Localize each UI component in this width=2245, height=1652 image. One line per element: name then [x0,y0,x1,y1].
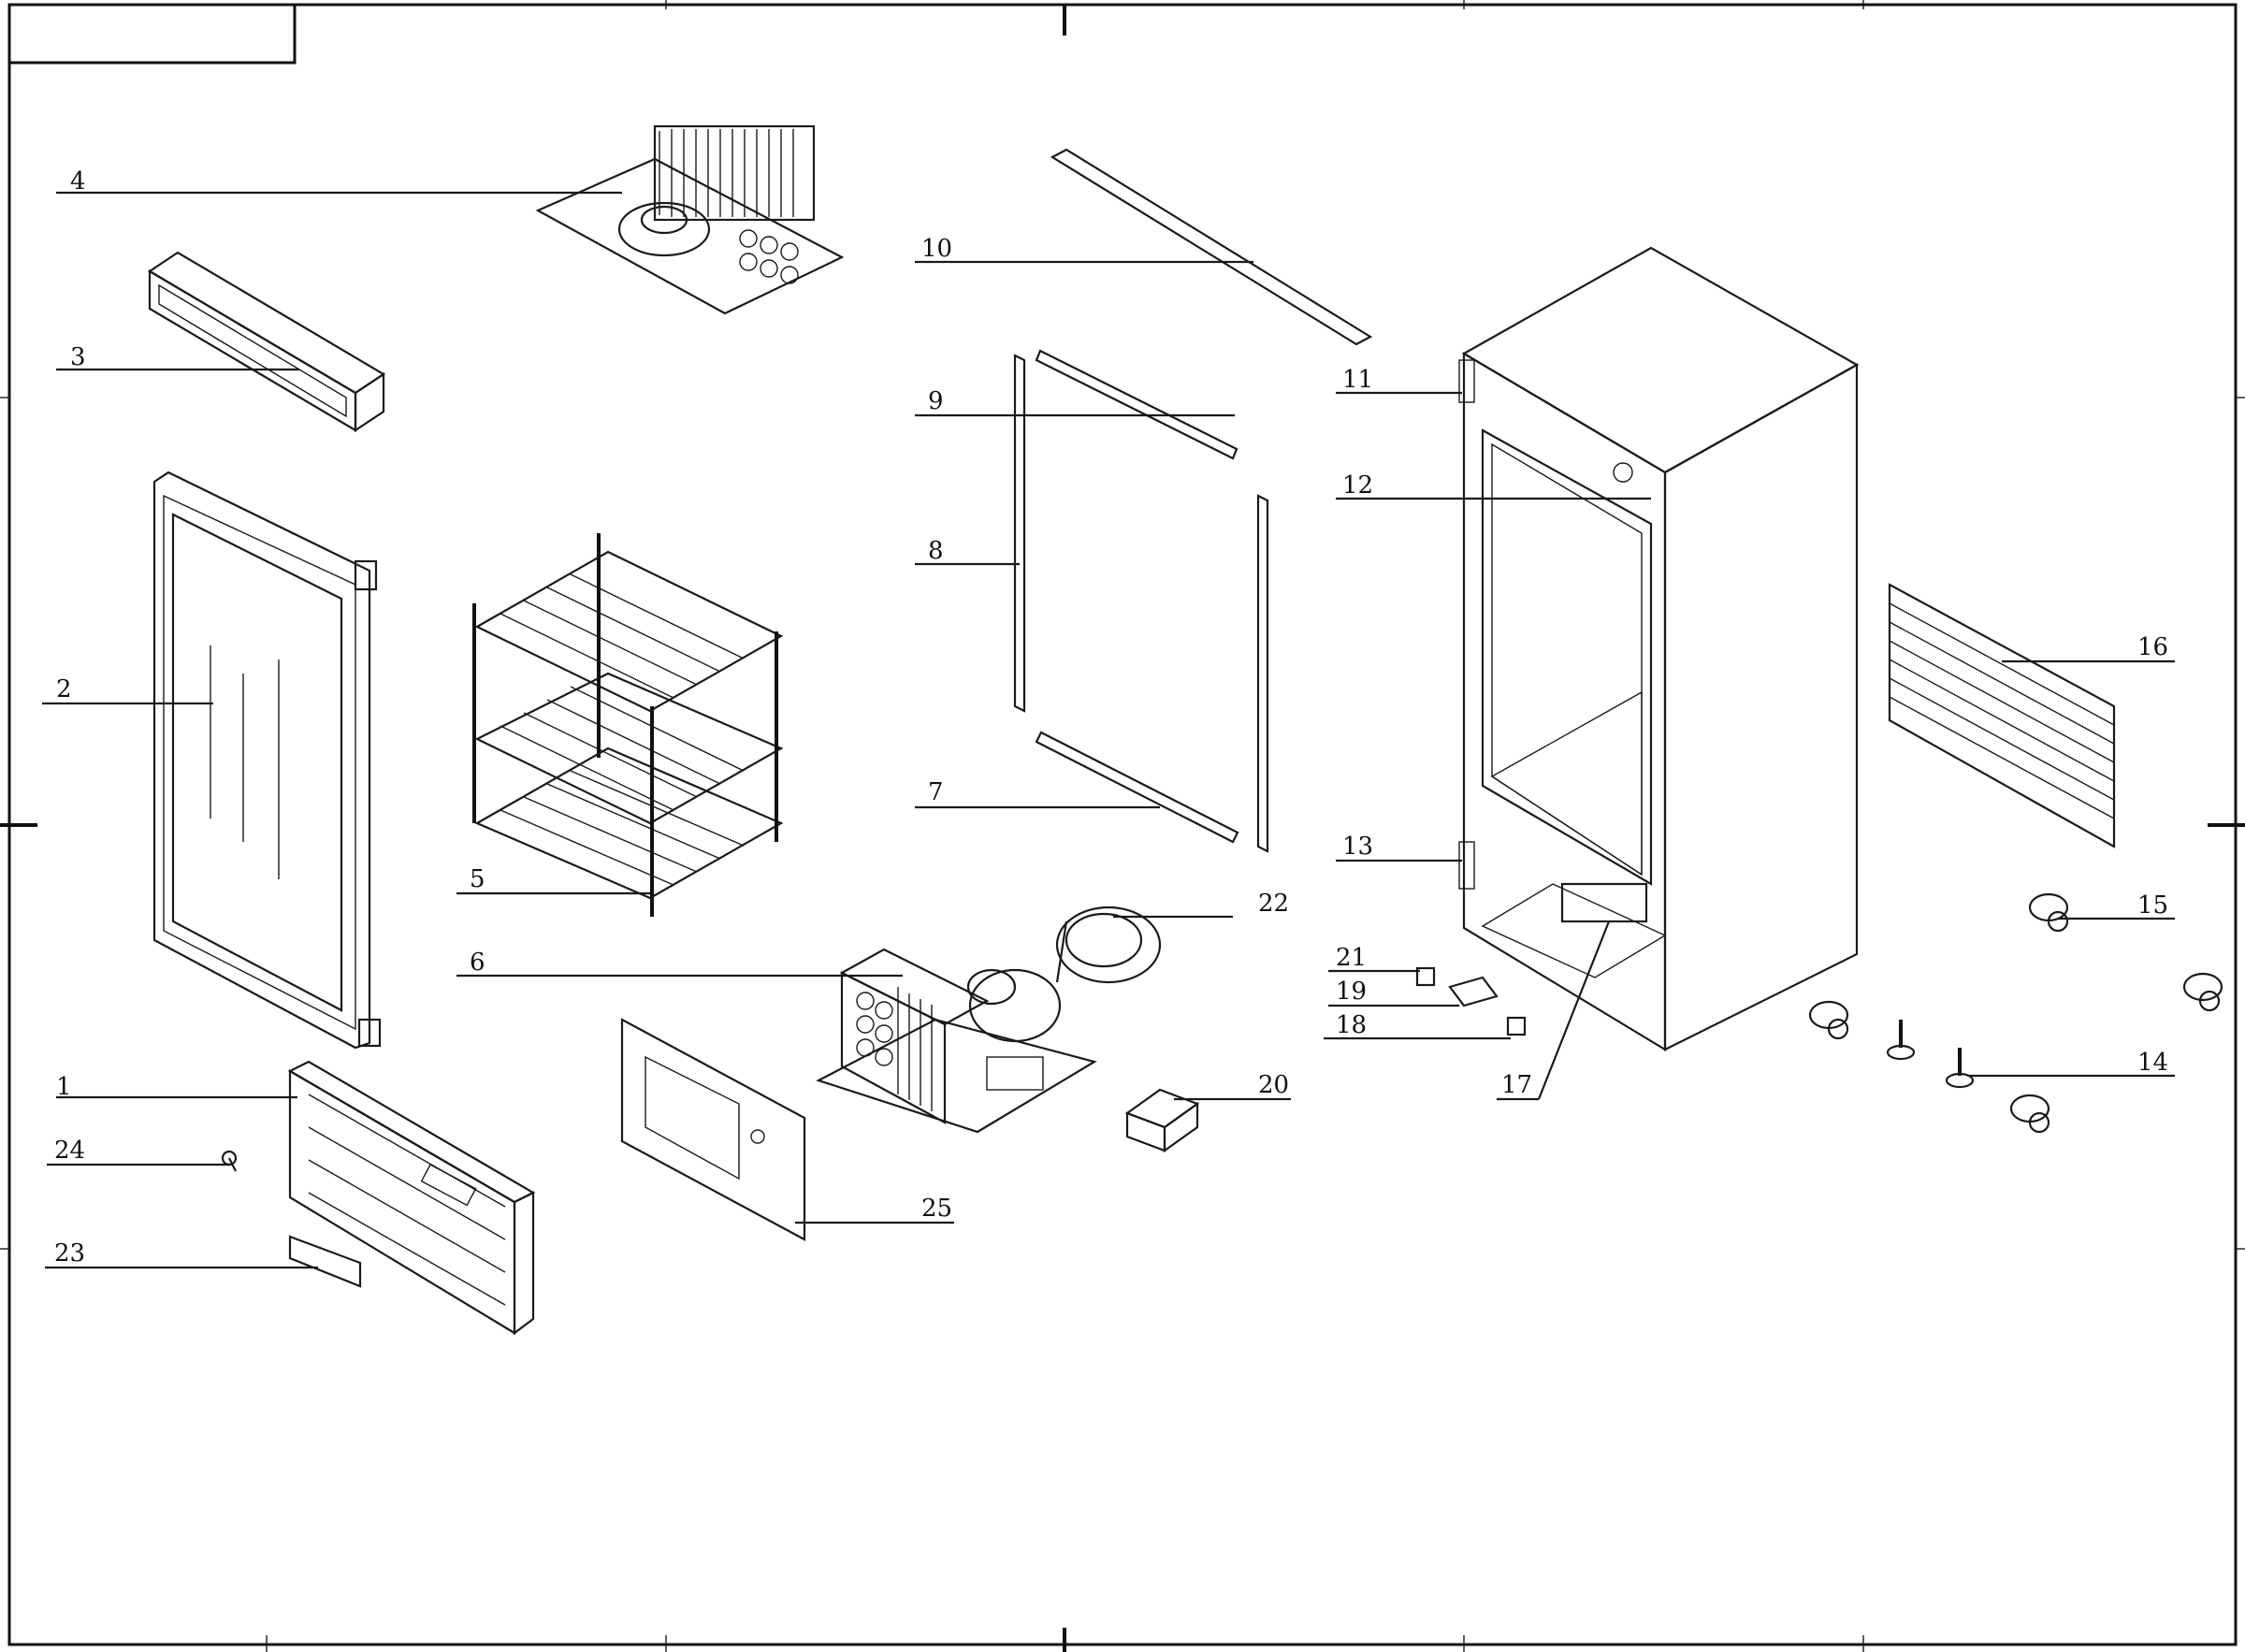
part-cabinet-body [1458,246,1860,1051]
callout-16: 16 [2137,633,2168,661]
part-evaporator-unit [535,124,845,315]
part-glass-door [152,471,382,1050]
callout-19: 19 [1336,978,1367,1006]
callout-6: 6 [470,949,485,977]
callout-3: 3 [70,343,86,371]
callout-22: 22 [1258,890,1289,918]
part-rear-grille [1888,583,2116,848]
callout-23: 23 [54,1239,85,1268]
part-tube-coil [1055,906,1162,984]
callouts: 1 2 3 4 5 6 7 8 9 10 11 12 13 14 15 16 1… [42,167,2175,1269]
callout-15: 15 [2137,891,2168,920]
callout-1: 1 [56,1073,72,1101]
part-back-panel [620,1018,806,1241]
part-condensing-unit [816,948,1097,1134]
part-gasket-strips [1013,148,1373,853]
callout-25: 25 [921,1195,952,1223]
callout-8: 8 [928,537,944,565]
part-screw [221,1150,238,1172]
title-block [7,3,297,65]
callout-21: 21 [1336,944,1367,972]
part-switches [1415,966,1527,1036]
callout-4: 4 [70,167,86,196]
callout-12: 12 [1342,471,1373,500]
part-wire-shelves [472,533,784,917]
part-casters [1808,892,2223,1134]
callout-5: 5 [470,865,485,893]
part-electrical-box [1124,1088,1200,1153]
controller-box [1560,882,1648,923]
callout-24: 24 [54,1137,85,1165]
callout-17: 17 [1501,1071,1532,1099]
part-top-header-panel [147,251,386,433]
callout-7: 7 [928,778,944,806]
part-leveling-feet [1886,1020,1975,1089]
callout-20: 20 [1258,1071,1289,1099]
callout-11: 11 [1342,366,1373,394]
callout-10: 10 [921,235,952,263]
part-small-plate [288,1235,362,1288]
callout-2: 2 [56,675,72,703]
callout-13: 13 [1342,833,1373,861]
callout-18: 18 [1336,1011,1367,1039]
callout-14: 14 [2137,1049,2168,1077]
callout-9: 9 [928,387,944,415]
part-bottom-front-grille [287,1060,536,1336]
